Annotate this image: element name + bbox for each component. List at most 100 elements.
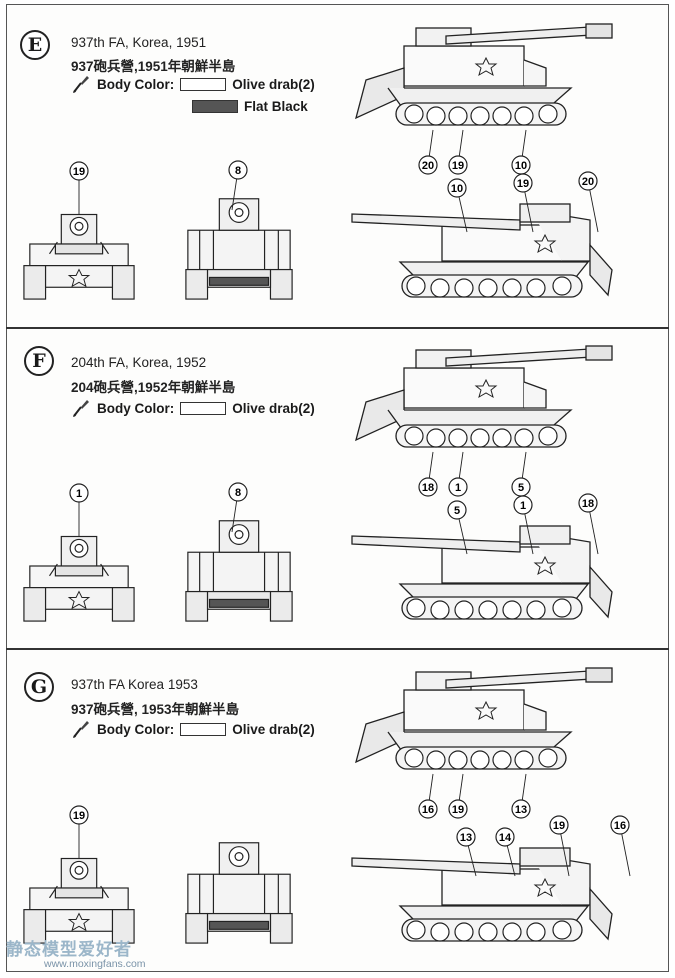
callout-number: 14 (499, 832, 512, 844)
callout-circle (513, 173, 533, 193)
section-letter: E (20, 30, 50, 60)
callout-number: 19 (73, 166, 85, 178)
side-view-left (355, 23, 613, 126)
unit-title-cn: 204砲兵營,1952年朝鮮半島 (71, 380, 236, 395)
body-color-row: Body Color: Olive drab(2) (71, 719, 315, 739)
callout-circle (456, 827, 476, 847)
unit-title-cn: 937砲兵營, 1953年朝鮮半島 (71, 702, 240, 717)
callout-circle (511, 799, 531, 819)
body-color-name: Olive drab(2) (232, 721, 315, 737)
callout-number: 5 (518, 482, 524, 494)
paintbrush-icon (73, 721, 89, 738)
rear-view (185, 520, 293, 622)
rear-view (185, 198, 293, 300)
callout-number: 16 (422, 804, 434, 816)
body-color-row: Body Color: Olive drab(2) (71, 74, 315, 94)
callout-number: 18 (582, 498, 594, 510)
secondary-color-row: Flat Black (192, 99, 308, 114)
side-view-right (351, 203, 613, 298)
instruction-sheet (6, 4, 669, 972)
callout-number: 19 (553, 820, 565, 832)
callout-circle (448, 477, 468, 497)
callout-circle (447, 500, 467, 520)
side-view-right (351, 525, 613, 620)
callout-number: 13 (515, 804, 527, 816)
watermark-text: 静态模型爱好者 (6, 940, 132, 959)
olive-swatch (180, 401, 227, 415)
callout-number: 19 (452, 160, 464, 172)
section-divider (6, 327, 669, 329)
callout-circle (578, 493, 598, 513)
callout-number: 20 (422, 160, 434, 172)
callout-circle (578, 171, 598, 191)
section-letter: F (24, 346, 54, 376)
side-view-right (351, 847, 613, 942)
callout-number: 10 (451, 183, 463, 195)
callout-circle (69, 805, 89, 825)
callout-number: 10 (515, 160, 527, 172)
body-color-name: Olive drab(2) (232, 76, 315, 92)
callout-number: 5 (454, 505, 460, 517)
front-view (23, 857, 135, 944)
body-color-row: Body Color: Olive drab(2) (71, 398, 315, 418)
callout-circle (418, 799, 438, 819)
body-color-label: Body Color: (97, 76, 175, 92)
front-view (23, 213, 135, 300)
body-color-label: Body Color: (97, 400, 175, 416)
callout-circle (228, 160, 248, 180)
olive-swatch (180, 722, 227, 736)
rear-view (185, 842, 293, 944)
callout-number: 1 (520, 500, 526, 512)
unit-title: 937th FA Korea 1953 (71, 677, 198, 692)
watermark-url: www.moxingfans.com (44, 958, 146, 970)
callout-number: 16 (614, 820, 626, 832)
black-swatch (192, 100, 238, 113)
front-view (23, 535, 135, 622)
callout-circle (228, 482, 248, 502)
callout-circle (549, 815, 569, 835)
callout-circle (418, 155, 438, 175)
callout-circle (448, 155, 468, 175)
callout-circle (69, 483, 89, 503)
secondary-color-name: Flat Black (244, 99, 308, 114)
callout-circle (610, 815, 630, 835)
callout-number: 13 (460, 832, 472, 844)
callout-number: 8 (235, 165, 241, 177)
callout-circle (448, 799, 468, 819)
body-color-label: Body Color: (97, 721, 175, 737)
olive-swatch (180, 77, 227, 91)
paintbrush-icon (73, 76, 89, 93)
section-letter: G (24, 672, 54, 702)
paintbrush-icon (73, 400, 89, 417)
side-view-left (355, 345, 613, 448)
callout-number: 1 (76, 488, 82, 500)
side-view-left (355, 667, 613, 770)
callout-number: 19 (452, 804, 464, 816)
section-divider (6, 648, 669, 650)
callout-circle (513, 495, 533, 515)
body-color-name: Olive drab(2) (232, 400, 315, 416)
callout-circle (418, 477, 438, 497)
callout-circle (69, 161, 89, 181)
callout-number: 18 (422, 482, 434, 494)
